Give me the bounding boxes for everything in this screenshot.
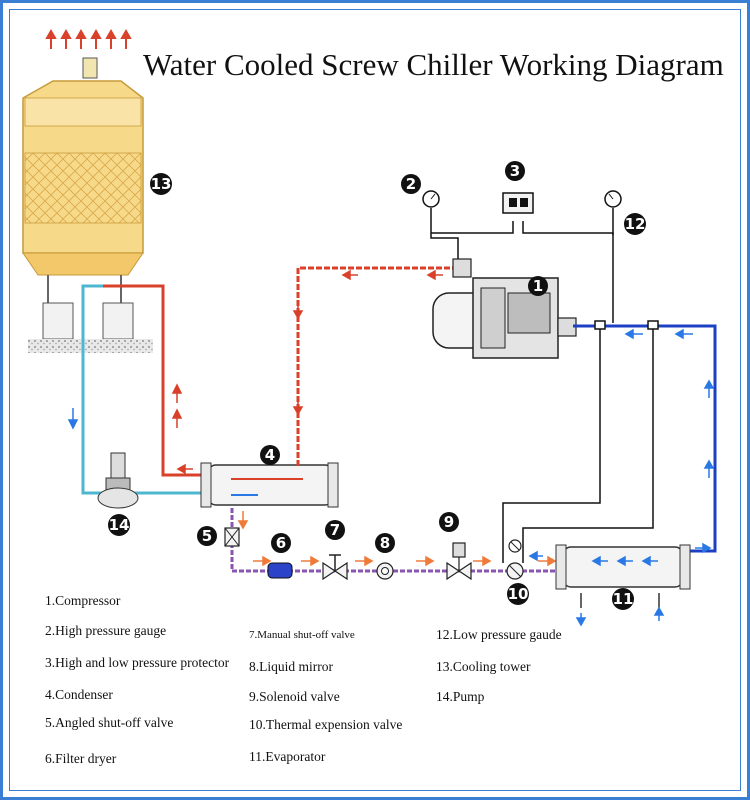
liquid-mirror-8 [376, 562, 394, 580]
liquid-line-arrows [237, 511, 557, 567]
legend-condenser: 4.Condenser [45, 687, 113, 702]
callout-10: 10 [507, 583, 529, 605]
pump-14 [97, 452, 139, 509]
angled-shutoff-valve-5 [224, 527, 240, 547]
legend-pressure-protector: 3.High and low pressure protector [45, 655, 230, 670]
legend-evaporator: 11.Evaporator [249, 749, 326, 764]
callout-6: 6 [271, 533, 291, 553]
evaporator-return-line [502, 320, 659, 563]
exhaust-arrows [45, 28, 132, 49]
callout-3: 3 [505, 161, 525, 181]
cooling-water-pipe [81, 284, 213, 495]
gauge-lines [430, 208, 614, 323]
inner-frame [9, 9, 741, 791]
pressure-protector-3 [502, 192, 534, 214]
evaporator-arrows [528, 550, 665, 627]
callout-14: 14 [108, 514, 130, 536]
svg-text:9: 9 [444, 513, 454, 531]
legend-pump: 14.Pump [436, 689, 485, 704]
legend-solenoid-valve: 9.Solenoid valve [249, 689, 340, 704]
legend-liquid-mirror: 8.Liquid mirror [249, 659, 333, 674]
condenser-4 [200, 462, 339, 508]
svg-text:10: 10 [508, 585, 529, 603]
diagram-title: Water Cooled Screw Chiller Working Diagr… [143, 47, 724, 82]
svg-text:3: 3 [510, 162, 520, 180]
callout-13: 13 [150, 173, 172, 195]
callout-4: 4 [260, 445, 280, 465]
svg-text:13: 13 [151, 175, 172, 193]
low-pressure-gauge-12 [604, 190, 622, 208]
svg-text:7: 7 [330, 521, 340, 539]
svg-text:4: 4 [265, 446, 275, 464]
callout-1: 1 [528, 276, 548, 296]
svg-text:5: 5 [202, 527, 212, 545]
legend-angled-shutoff-valve: 5.Angled shut-off valve [45, 715, 174, 730]
hot-water-arrows [171, 383, 193, 475]
callout-7: 7 [325, 520, 345, 540]
callout-12: 12 [624, 213, 646, 235]
high-pressure-gauge-2 [422, 190, 440, 208]
legend-manual-shutoff-valve: 7.Manual shut-off valve [249, 629, 355, 641]
legend-compressor: 1.Compressor [45, 593, 121, 608]
legend-filter-dryer: 6.Filter dryer [45, 751, 117, 766]
svg-text:11: 11 [613, 590, 634, 608]
cooling-tower [22, 57, 153, 353]
legend-low-pressure-gauge: 12.Low pressure gaude [436, 627, 562, 642]
suction-line [573, 324, 717, 553]
svg-text:8: 8 [380, 534, 390, 552]
expansion-valve-10 [506, 539, 524, 580]
callout-9: 9 [439, 512, 459, 532]
hot-water-pipe-tower [91, 284, 213, 477]
callout-2: 2 [401, 174, 421, 194]
filter-dryer-6 [267, 562, 293, 579]
svg-text:12: 12 [625, 215, 646, 233]
evaporator-11 [555, 544, 691, 608]
svg-text:14: 14 [109, 516, 130, 534]
callout-5: 5 [197, 526, 217, 546]
legend-expansion-valve: 10.Thermal expension valve [249, 717, 403, 732]
discharge-line [296, 266, 458, 468]
callout-8: 8 [375, 533, 395, 553]
discharge-arrows [292, 269, 443, 416]
legend-cooling-tower: 13.Cooling tower [436, 659, 531, 674]
svg-text:6: 6 [276, 534, 286, 552]
chiller-diagram: 1 2 3 4 5 6 7 8 [22, 28, 717, 627]
svg-text:1: 1 [533, 277, 543, 295]
solenoid-valve-9 [446, 542, 472, 581]
chilled-water-arrows [624, 328, 715, 554]
callout-11: 11 [612, 588, 634, 610]
compressor-1 [432, 258, 577, 359]
legend-high-pressure-gauge: 2.High pressure gauge [45, 623, 167, 638]
manual-shutoff-valve-7 [322, 554, 348, 581]
svg-text:2: 2 [406, 175, 416, 193]
